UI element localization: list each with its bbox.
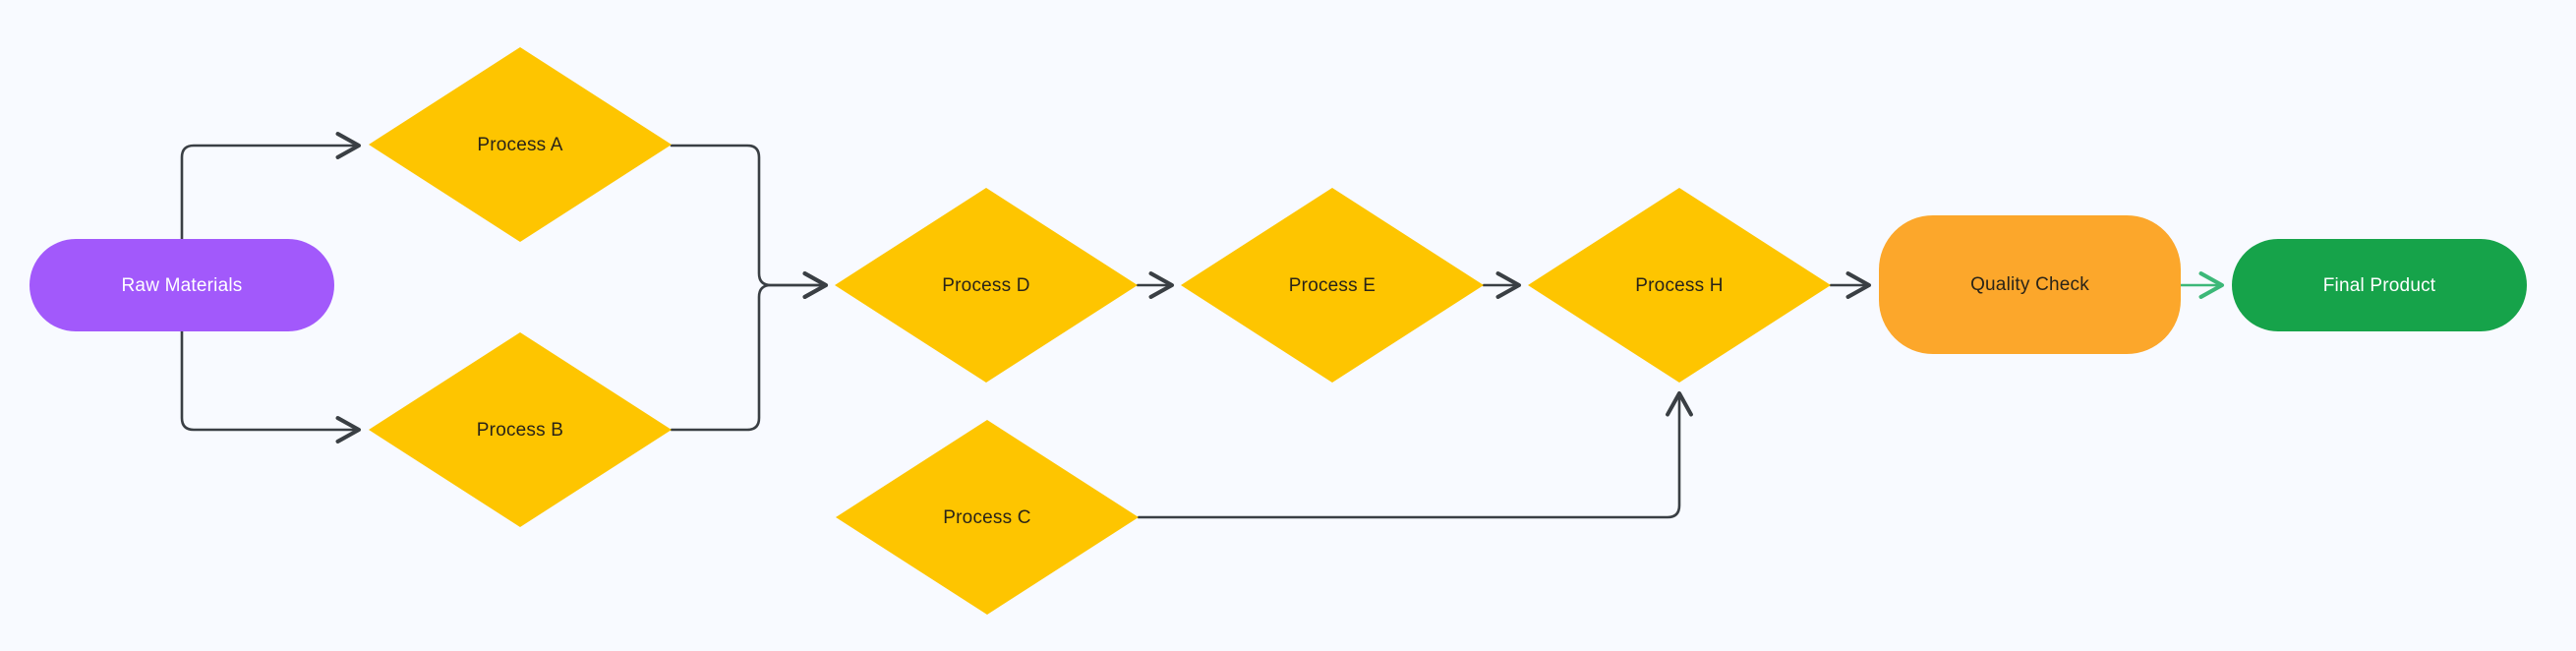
node-label-process-e: Process E [1288,274,1376,296]
node-label-process-c: Process C [943,506,1031,528]
node-process-h[interactable]: Process H [1528,188,1831,383]
node-final-product[interactable]: Final Product [2232,239,2527,331]
edge-a-to-d [670,144,829,299]
edge-raw-to-a [180,132,362,241]
edge-b-to-d [670,271,829,432]
node-process-b[interactable]: Process B [369,332,672,527]
node-label-process-a: Process A [477,134,563,155]
node-process-c[interactable]: Process C [836,420,1139,615]
node-process-d[interactable]: Process D [835,188,1138,383]
node-process-e[interactable]: Process E [1181,188,1484,383]
node-label-raw-materials: Raw Materials [121,274,243,296]
node-label-quality-check: Quality Check [1970,274,2089,295]
diamond-shape [369,332,672,527]
node-label-process-d: Process D [942,274,1030,296]
edge-raw-to-b [180,329,362,444]
node-label-process-h: Process H [1635,274,1724,296]
diamond-shape [1528,188,1831,383]
node-process-a[interactable]: Process A [369,47,672,242]
diamond-shape [369,47,672,242]
diamond-shape [835,188,1138,383]
node-label-process-b: Process B [476,419,564,441]
diamond-shape [1181,188,1484,383]
diamond-shape [836,420,1139,615]
node-quality-check[interactable]: Quality Check [1879,215,2181,354]
edge-c-to-h [1137,390,1693,519]
node-label-final-product: Final Product [2322,274,2436,296]
node-raw-materials[interactable]: Raw Materials [29,239,334,331]
